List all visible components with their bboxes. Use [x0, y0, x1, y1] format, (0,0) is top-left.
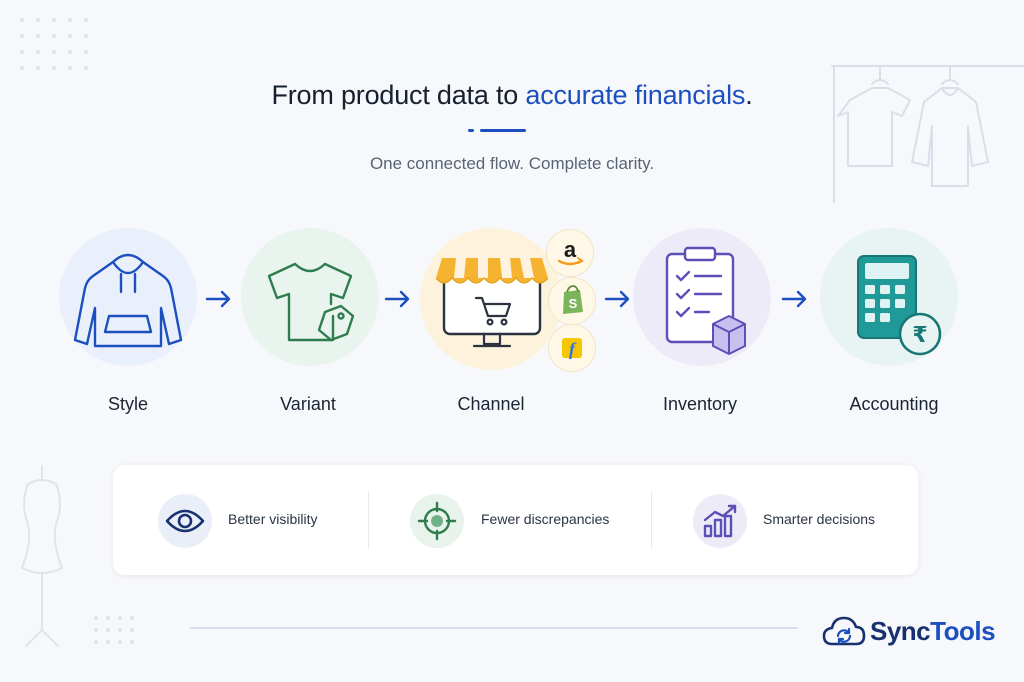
step-inventory-circle	[633, 228, 771, 366]
step-style-circle	[59, 228, 197, 366]
step-label-style: Style	[107, 394, 149, 414]
clipboard-box-icon	[665, 246, 746, 355]
title-underline	[468, 129, 526, 132]
benefit-decisions-badge	[693, 494, 747, 548]
brand-logo: SyncTools	[822, 614, 996, 650]
svg-text:f: f	[569, 339, 577, 359]
shopify-icon: S	[563, 285, 583, 314]
divider	[651, 491, 652, 549]
footer-rule	[190, 627, 798, 629]
step-label-accounting: Accounting	[849, 394, 939, 414]
arrow-right-icon	[604, 290, 630, 308]
brand-name: SyncTools	[870, 616, 996, 646]
page-subtitle: One connected flow. Complete clarity.	[369, 154, 655, 173]
benefit-label-visibility: Better visibility	[228, 511, 318, 527]
eye-icon	[165, 509, 205, 533]
clothing-rack-icon	[831, 65, 1024, 203]
hoodie-icon	[73, 253, 183, 348]
step-label-channel: Channel	[457, 394, 525, 414]
target-icon	[417, 501, 457, 541]
benefit-label-discrepancies: Fewer discrepancies	[481, 511, 610, 527]
page-title: From product data to accurate financials…	[271, 80, 753, 110]
arrow-right-icon	[781, 290, 807, 308]
dot-grid-top-left	[20, 18, 100, 78]
storefront-monitor-icon	[435, 258, 549, 348]
step-variant-circle	[241, 228, 379, 366]
step-channel-circle	[420, 228, 562, 370]
divider	[368, 491, 369, 549]
growth-chart-icon	[703, 504, 737, 538]
title-highlight: accurate financials	[525, 80, 746, 110]
svg-text:₹: ₹	[912, 323, 927, 348]
step-label-inventory: Inventory	[662, 394, 738, 414]
channel-badge-shopify: S	[548, 277, 596, 325]
svg-text:a: a	[564, 237, 577, 262]
arrow-right-icon	[384, 290, 410, 308]
channel-badge-amazon: a	[546, 229, 594, 277]
dress-form-icon	[21, 465, 63, 647]
arrow-right-icon	[205, 290, 231, 308]
benefit-label-decisions: Smarter decisions	[763, 511, 876, 527]
benefits-panel: Better visibility Fewer discrepancies	[113, 465, 918, 575]
dot-grid-bottom-left	[94, 616, 144, 646]
tshirt-tag-icon	[267, 262, 355, 342]
cloud-sync-icon	[822, 616, 866, 646]
flipkart-icon: f	[562, 338, 582, 359]
channel-badge-flipkart: f	[548, 324, 596, 372]
svg-text:S: S	[569, 296, 578, 311]
amazon-icon: a	[557, 237, 584, 266]
step-label-variant: Variant	[280, 394, 336, 414]
benefit-discrepancies-badge	[410, 494, 464, 548]
calculator-rupee-icon: ₹	[857, 255, 942, 356]
step-accounting-circle: ₹	[820, 228, 958, 366]
benefit-visibility-badge	[158, 494, 212, 548]
